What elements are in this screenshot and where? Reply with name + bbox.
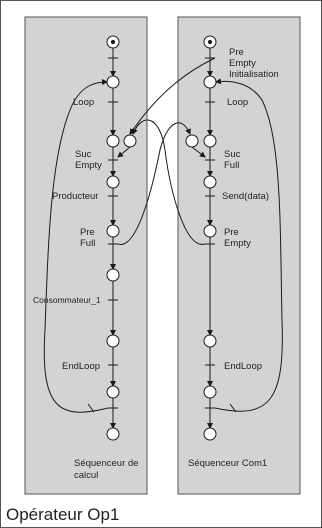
label-right-endloop: EndLoop [224, 361, 262, 372]
label-consommateur: Consommateur_1 [33, 295, 101, 305]
place-right-resource [185, 134, 199, 148]
arc-prefull-to-full [117, 122, 191, 245]
place-right-final [203, 427, 217, 441]
label-right-empty: Empty [229, 58, 256, 69]
label-right-pre2: Pre [224, 227, 239, 238]
label-left-full: Full [80, 238, 95, 249]
lane-title-com1: Séquenceur Com1 [188, 458, 267, 469]
place-left-suc-empty [106, 134, 120, 148]
place-left-loop [106, 75, 120, 89]
lane-sequenceur-calcul [24, 16, 148, 495]
arc-preempty-to-empty [132, 119, 206, 245]
place-left-final [106, 427, 120, 441]
place-right-endloop [203, 334, 217, 348]
label-left-loop: Loop [73, 97, 94, 108]
lane-sequenceur-com1 [177, 16, 301, 495]
label-send: Send(data) [222, 191, 269, 202]
place-left-consommateur [106, 268, 120, 282]
label-left-suc: Suc [75, 149, 92, 160]
place-left-pre-full [106, 224, 120, 238]
arc-left-loopback [43, 79, 109, 413]
label-left-endloop: EndLoop [62, 361, 100, 372]
place-right-suc-full [203, 134, 217, 148]
label-left-pre: Pre [80, 227, 95, 238]
arc-right-loopback [214, 78, 283, 412]
place-left-before-exit [106, 385, 120, 399]
operator-caption: Opérateur Op1 [6, 505, 119, 524]
place-left-resource [123, 134, 137, 148]
place-right-send [203, 175, 217, 189]
label-right-loop: Loop [227, 97, 248, 108]
arc-init-to-empty [129, 57, 216, 135]
label-left-empty: Empty [75, 160, 102, 171]
transition-mark [229, 403, 237, 413]
token [207, 39, 213, 45]
place-right-loop [203, 75, 217, 89]
token [110, 39, 116, 45]
place-right-before-exit [203, 385, 217, 399]
label-right-suc: Suc [224, 149, 241, 160]
label-right-full: Full [224, 160, 239, 171]
lane-title-calcul-line1: Séquenceur de [74, 458, 138, 469]
label-producteur: Producteur [52, 191, 98, 202]
label-right-empty2: Empty [224, 238, 251, 249]
place-right-pre-empty [203, 224, 217, 238]
label-initialisation: Initialisation [229, 69, 279, 80]
lane-title-calcul-line2: calcul [74, 470, 98, 481]
place-left-producteur [106, 175, 120, 189]
transition-mark [87, 403, 95, 413]
place-left-endloop [106, 334, 120, 348]
label-right-pre: Pre [229, 47, 244, 58]
